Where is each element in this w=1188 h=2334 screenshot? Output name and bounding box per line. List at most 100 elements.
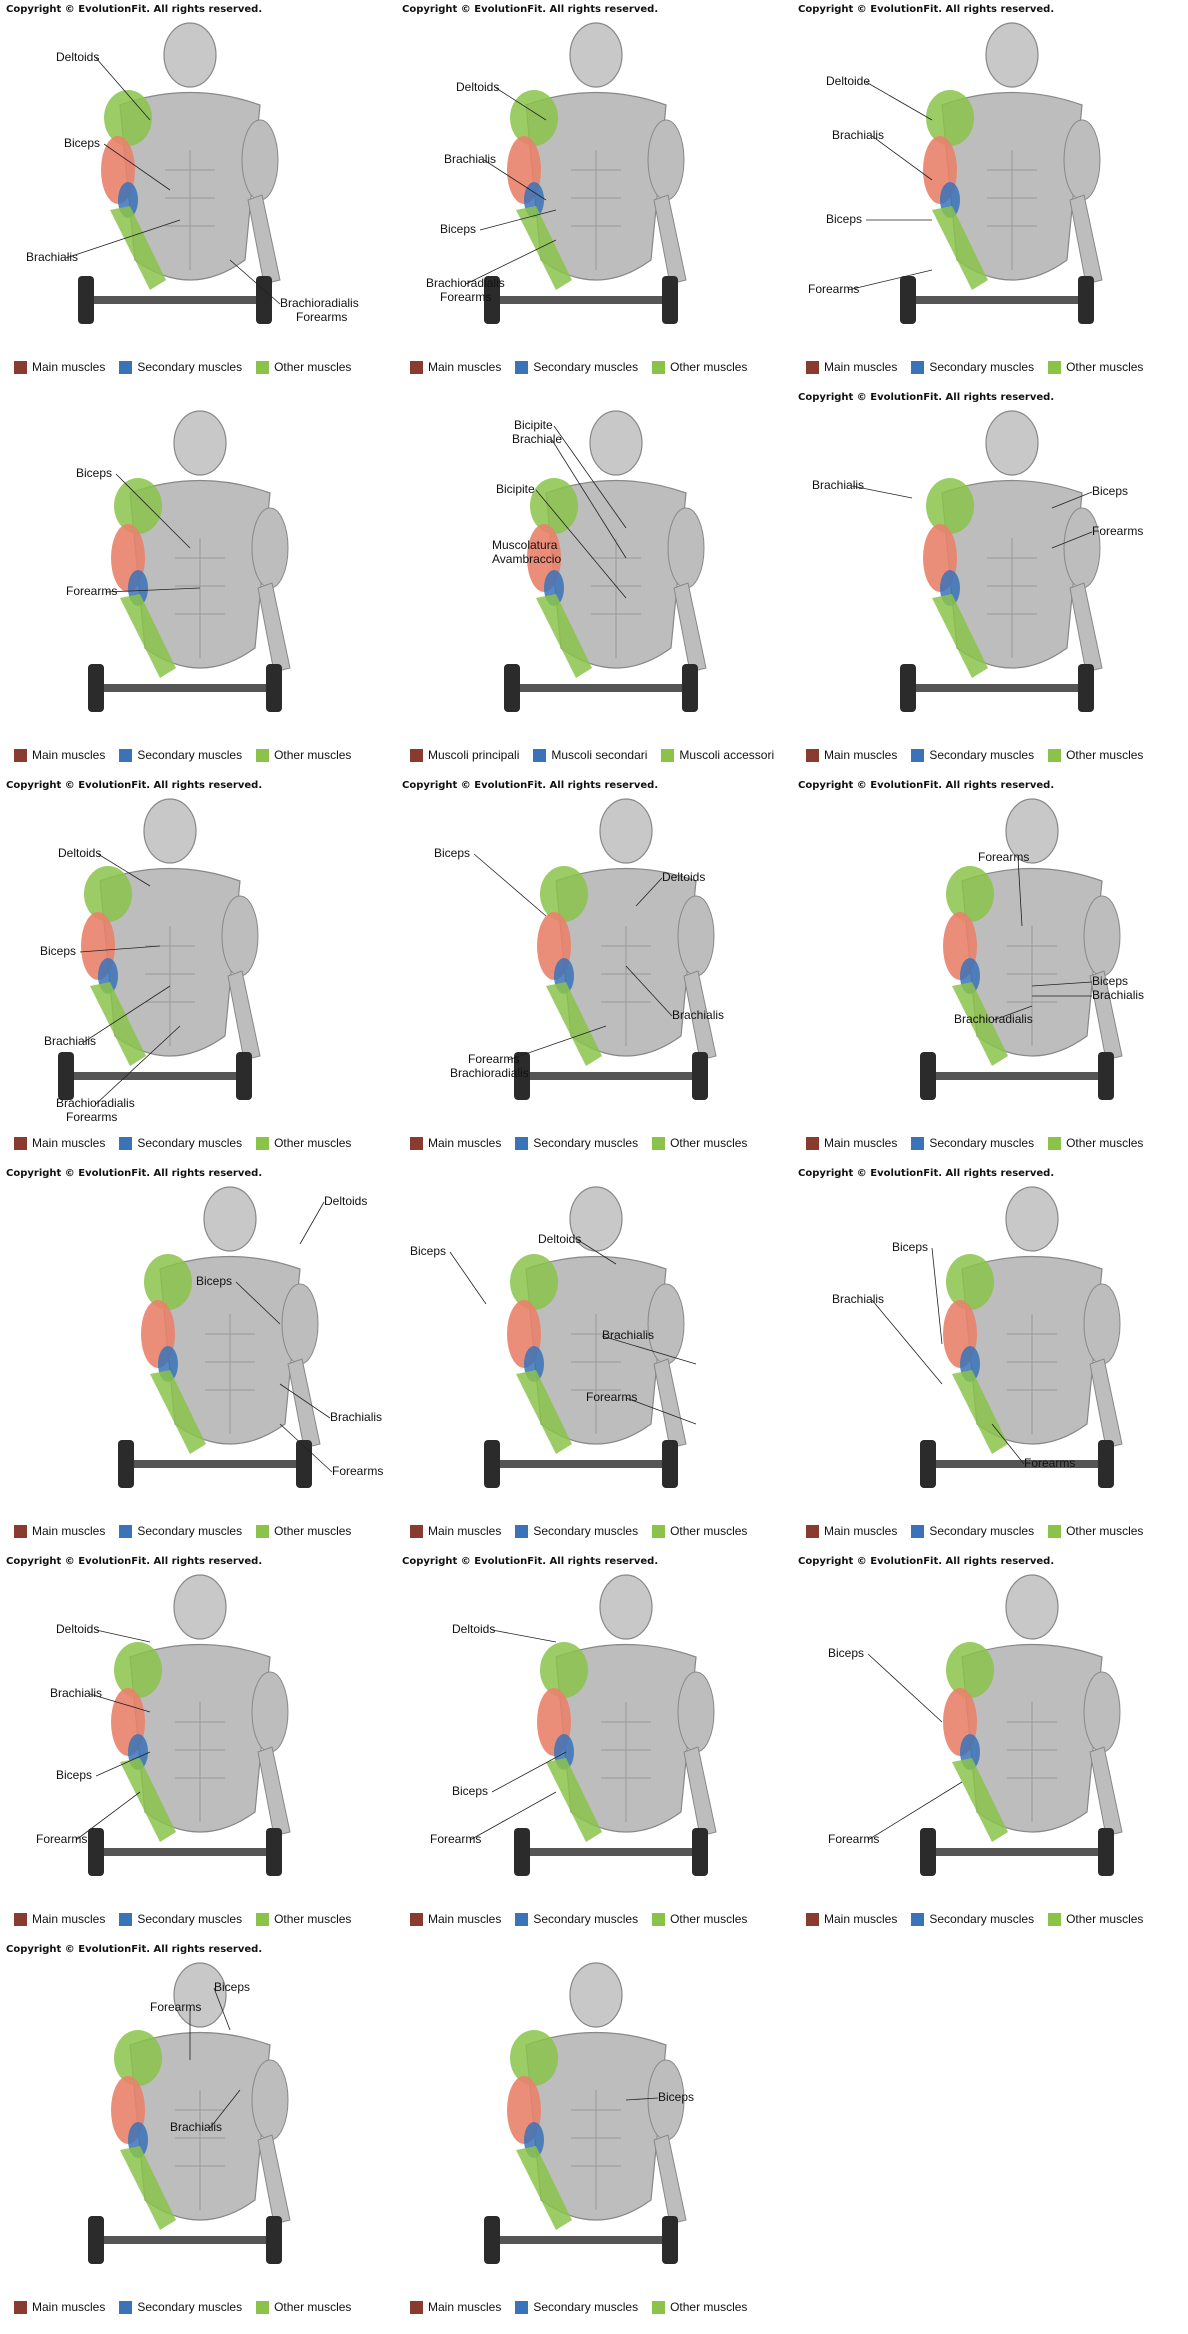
exercise-illustration xyxy=(504,410,707,712)
figure-illustration xyxy=(920,798,1123,1100)
figure-illustration xyxy=(900,22,1103,324)
legend-label-secondary: Secondary muscles xyxy=(929,1136,1035,1150)
deltoid-muscle xyxy=(946,1642,994,1698)
bar-handle xyxy=(70,1072,240,1080)
weight-plate xyxy=(682,664,698,712)
right-arm xyxy=(677,895,715,977)
legend-label-secondary: Secondary muscles xyxy=(929,360,1035,374)
muscle-label: Deltoids xyxy=(56,50,100,64)
label-leader-line xyxy=(1031,981,1093,987)
exercise-panel: Copyright © EvolutionFit. All rights res… xyxy=(396,776,792,1164)
copyright-notice: Copyright © EvolutionFit. All rights res… xyxy=(6,1944,263,1955)
label-leader-line xyxy=(991,1423,1025,1465)
legend-swatch-secondary xyxy=(515,2300,529,2314)
figure-illustration xyxy=(504,410,707,712)
bar-handle xyxy=(100,684,270,692)
right-forearm xyxy=(653,194,687,285)
exercise-illustration xyxy=(484,1962,687,2264)
label-leader-line xyxy=(1051,491,1093,509)
legend-label-secondary: Secondary muscles xyxy=(533,1524,639,1538)
forearm-muscle xyxy=(546,1758,602,1842)
deltoid-muscle xyxy=(926,478,974,534)
forearm-muscle xyxy=(952,1758,1008,1842)
legend-item-secondary: Secondary muscles xyxy=(515,2300,638,2314)
head-shape xyxy=(599,798,653,864)
figure-illustration xyxy=(484,22,687,324)
weight-plate xyxy=(118,1440,134,1488)
exercise-panel: Copyright © EvolutionFit. All rights res… xyxy=(792,776,1188,1164)
legend-label-secondary: Secondary muscles xyxy=(929,1912,1035,1926)
muscle-label: Forearms xyxy=(468,1052,520,1066)
legend-label-secondary: Secondary muscles xyxy=(929,748,1035,762)
label-leader-line xyxy=(507,1025,607,1061)
head-shape xyxy=(569,22,623,88)
legend-swatch-secondary xyxy=(515,360,529,374)
forearm-muscle xyxy=(536,594,592,678)
muscle-label: Forearms xyxy=(150,2000,202,2014)
muscle-label: Deltoids xyxy=(662,870,706,884)
exercise-illustration xyxy=(88,1962,291,2264)
right-arm xyxy=(241,119,279,201)
legend-swatch-other xyxy=(1048,1912,1062,1926)
legend-item-other: Other muscles xyxy=(256,1136,351,1150)
figure-illustration xyxy=(88,1574,291,1876)
label-leader-line xyxy=(867,1781,963,1841)
legend-label-secondary: Secondary muscles xyxy=(137,1524,243,1538)
deltoid-muscle xyxy=(926,90,974,146)
legend-item-main: Main muscles xyxy=(806,1524,897,1538)
exercise-illustration xyxy=(75,1574,291,1876)
legend-item-main: Main muscles xyxy=(410,360,501,374)
label-leader-line xyxy=(95,57,151,121)
deltoid-muscle xyxy=(530,478,578,534)
weight-plate xyxy=(920,1052,936,1100)
legend-item-other: Other muscles xyxy=(256,748,351,762)
label-leader-line xyxy=(1051,531,1093,549)
legend-swatch-main xyxy=(14,360,27,374)
legend-swatch-other xyxy=(652,2300,666,2314)
deltoid-muscle xyxy=(104,90,152,146)
legend-swatch-main xyxy=(14,748,27,762)
label-leader-line xyxy=(65,219,181,259)
right-arm xyxy=(647,119,685,201)
legend-label-other: Other muscles xyxy=(670,1136,748,1150)
legend-item-main: Main muscles xyxy=(410,1524,501,1538)
weight-plate xyxy=(900,276,916,324)
exercise-panel: Copyright © EvolutionFit. All rights res… xyxy=(792,0,1188,388)
figure-illustration xyxy=(58,798,261,1100)
right-forearm xyxy=(247,194,281,285)
legend-item-other: Other muscles xyxy=(652,1524,747,1538)
weight-plate xyxy=(920,1440,936,1488)
muscle-label: Brachioradialis xyxy=(450,1066,529,1080)
deltoid-muscle xyxy=(540,1642,588,1698)
label-leader-line xyxy=(299,1201,325,1245)
legend-label-other: Other muscles xyxy=(274,1136,352,1150)
label-leader-line xyxy=(491,1629,557,1643)
exercise-panel: Copyright © EvolutionFit. All rights res… xyxy=(0,1552,396,1940)
legend-item-secondary: Secondary muscles xyxy=(911,360,1034,374)
label-leader-line xyxy=(115,473,191,549)
legend-item-secondary: Secondary muscles xyxy=(911,748,1034,762)
muscle-label: Biceps xyxy=(40,944,77,958)
weight-plate xyxy=(1098,1828,1114,1876)
legend-label-secondary: Secondary muscles xyxy=(929,1524,1035,1538)
legend-item-main: Main muscles xyxy=(806,748,897,762)
legend-item-main: Main muscles xyxy=(806,1912,897,1926)
head-shape xyxy=(599,1574,653,1640)
exercise-illustration xyxy=(118,1186,333,1488)
muscle-label: Biceps xyxy=(64,136,101,150)
legend-label-main: Main muscles xyxy=(32,360,106,374)
label-leader-line xyxy=(95,1751,151,1777)
legend-item-secondary: Secondary muscles xyxy=(119,1912,242,1926)
copyright-notice: Copyright © EvolutionFit. All rights res… xyxy=(798,1556,1055,1567)
deltoid-muscle xyxy=(946,866,994,922)
bar-handle xyxy=(100,1848,270,1856)
muscle-label: Brachioradialis xyxy=(56,1096,135,1110)
legend-item-other: Other muscles xyxy=(1048,360,1143,374)
legend-label-secondary: Secondary muscles xyxy=(137,1912,243,1926)
